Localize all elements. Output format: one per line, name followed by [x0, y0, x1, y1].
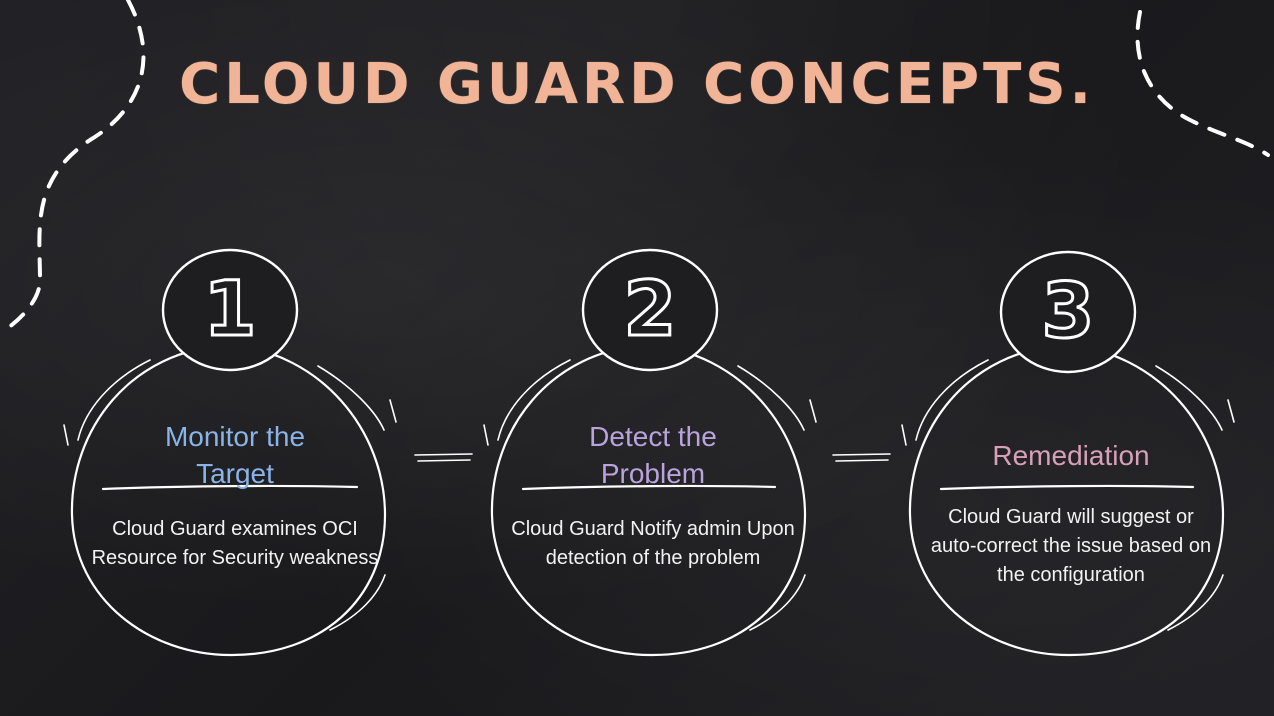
step-1-title-line1: Monitor the: [164, 421, 306, 452]
step-3-desc-line1: Cloud Guard will suggest or: [948, 506, 1194, 528]
step-3-chalk-shapes: [901, 250, 1235, 657]
step-1-description: Cloud Guard examines OCI Resource for Se…: [75, 515, 395, 573]
page-title: CLOUD GUARD CONCEPTS.: [179, 52, 1095, 117]
step-2-desc-line1: Cloud Guard Notify admin Upon: [511, 518, 795, 540]
step-2-number: 2: [622, 263, 678, 355]
step-3-title: Remediation: [921, 437, 1221, 474]
step-1-desc-line2: Resource for Security weakness: [91, 547, 379, 569]
step-1-desc-line1: Cloud Guard examines OCI: [112, 518, 358, 540]
dashed-curve-left: [3, 0, 146, 332]
step-3-desc-line2: auto-correct the issue based on: [930, 535, 1212, 557]
step-1-number: 1: [202, 263, 258, 355]
step-3-title-line1: Remediation: [992, 440, 1150, 471]
step-1-title-line2: Target: [196, 458, 274, 489]
step-2-title-line1: Detect the: [589, 421, 717, 452]
connector-1-2: [414, 453, 473, 462]
connector-2-3: [832, 453, 891, 462]
step-3-desc-line3: the configuration: [997, 564, 1145, 586]
step-1-title: Monitor the Target: [85, 418, 385, 492]
step-3-description: Cloud Guard will suggest or auto-correct…: [911, 503, 1231, 590]
step-1-chalk-shapes: [63, 248, 397, 657]
step-2-title: Detect the Problem: [503, 418, 803, 492]
step-2-chalk-shapes: [483, 248, 817, 657]
step-2-description: Cloud Guard Notify admin Upon detection …: [493, 515, 813, 573]
step-3-number: 3: [1040, 265, 1096, 357]
dashed-curve-right: [1135, 10, 1270, 157]
step-2-desc-line2: detection of the problem: [545, 547, 761, 569]
step-2-title-line2: Problem: [600, 458, 706, 489]
